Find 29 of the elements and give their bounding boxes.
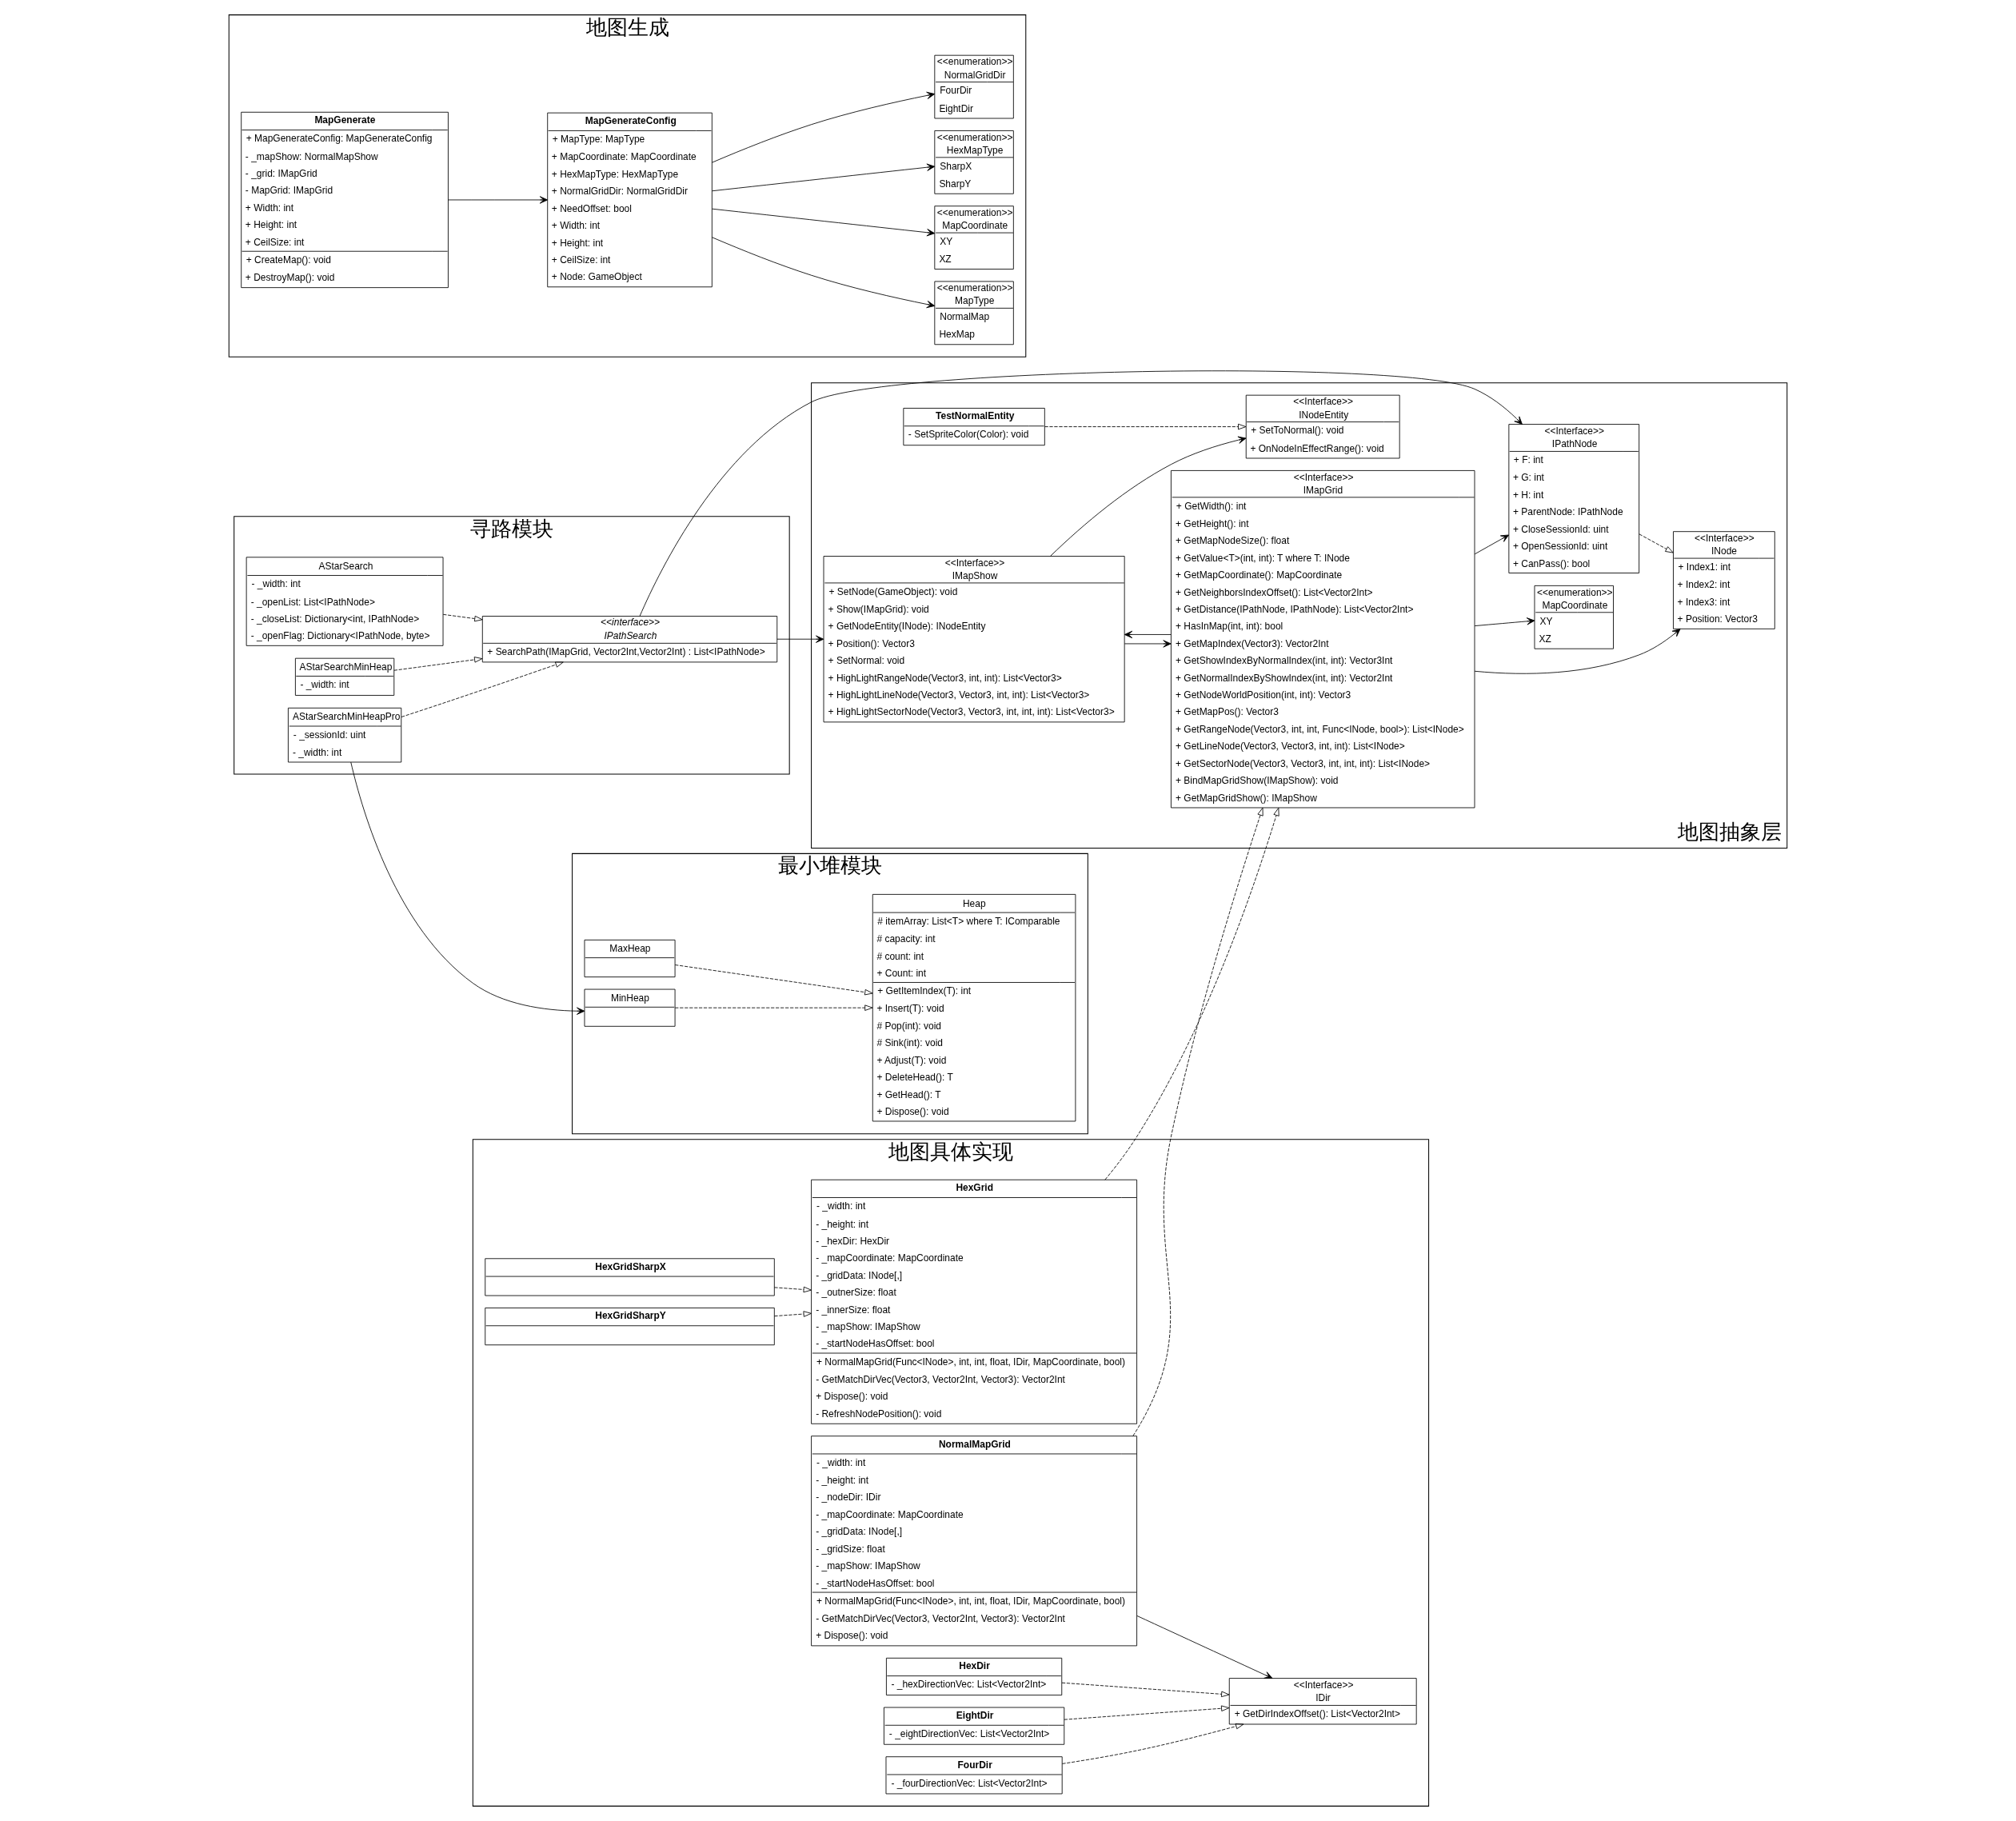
- arrow: [773, 1311, 812, 1317]
- arrow: [711, 237, 936, 309]
- arrow: [1124, 630, 1172, 639]
- arrow: [1064, 1705, 1230, 1720]
- arrow: [1474, 617, 1535, 626]
- arrow: [712, 208, 936, 237]
- arrow: [448, 196, 549, 204]
- arrow: [1124, 640, 1172, 648]
- arrow: [1639, 533, 1674, 553]
- arrow: [776, 635, 824, 643]
- arrow: [350, 761, 585, 1015]
- arrow: [442, 613, 483, 622]
- arrow: [1104, 807, 1279, 1180]
- arrow: [773, 1286, 812, 1293]
- arrow: [401, 661, 564, 717]
- arrow: [712, 163, 936, 192]
- arrow: [1132, 807, 1263, 1436]
- arrow: [639, 370, 1523, 617]
- arrow: [1062, 1723, 1244, 1764]
- arrow: [1136, 1615, 1273, 1679]
- arrow: [1061, 1682, 1230, 1698]
- arrow: [674, 964, 873, 996]
- arrow: [1474, 629, 1681, 674]
- arrow: [711, 91, 936, 163]
- arrow: [1044, 423, 1247, 430]
- arrow: [393, 657, 483, 671]
- arrow: [1474, 534, 1510, 555]
- arrow: [674, 1004, 873, 1011]
- arrow: [1050, 436, 1247, 557]
